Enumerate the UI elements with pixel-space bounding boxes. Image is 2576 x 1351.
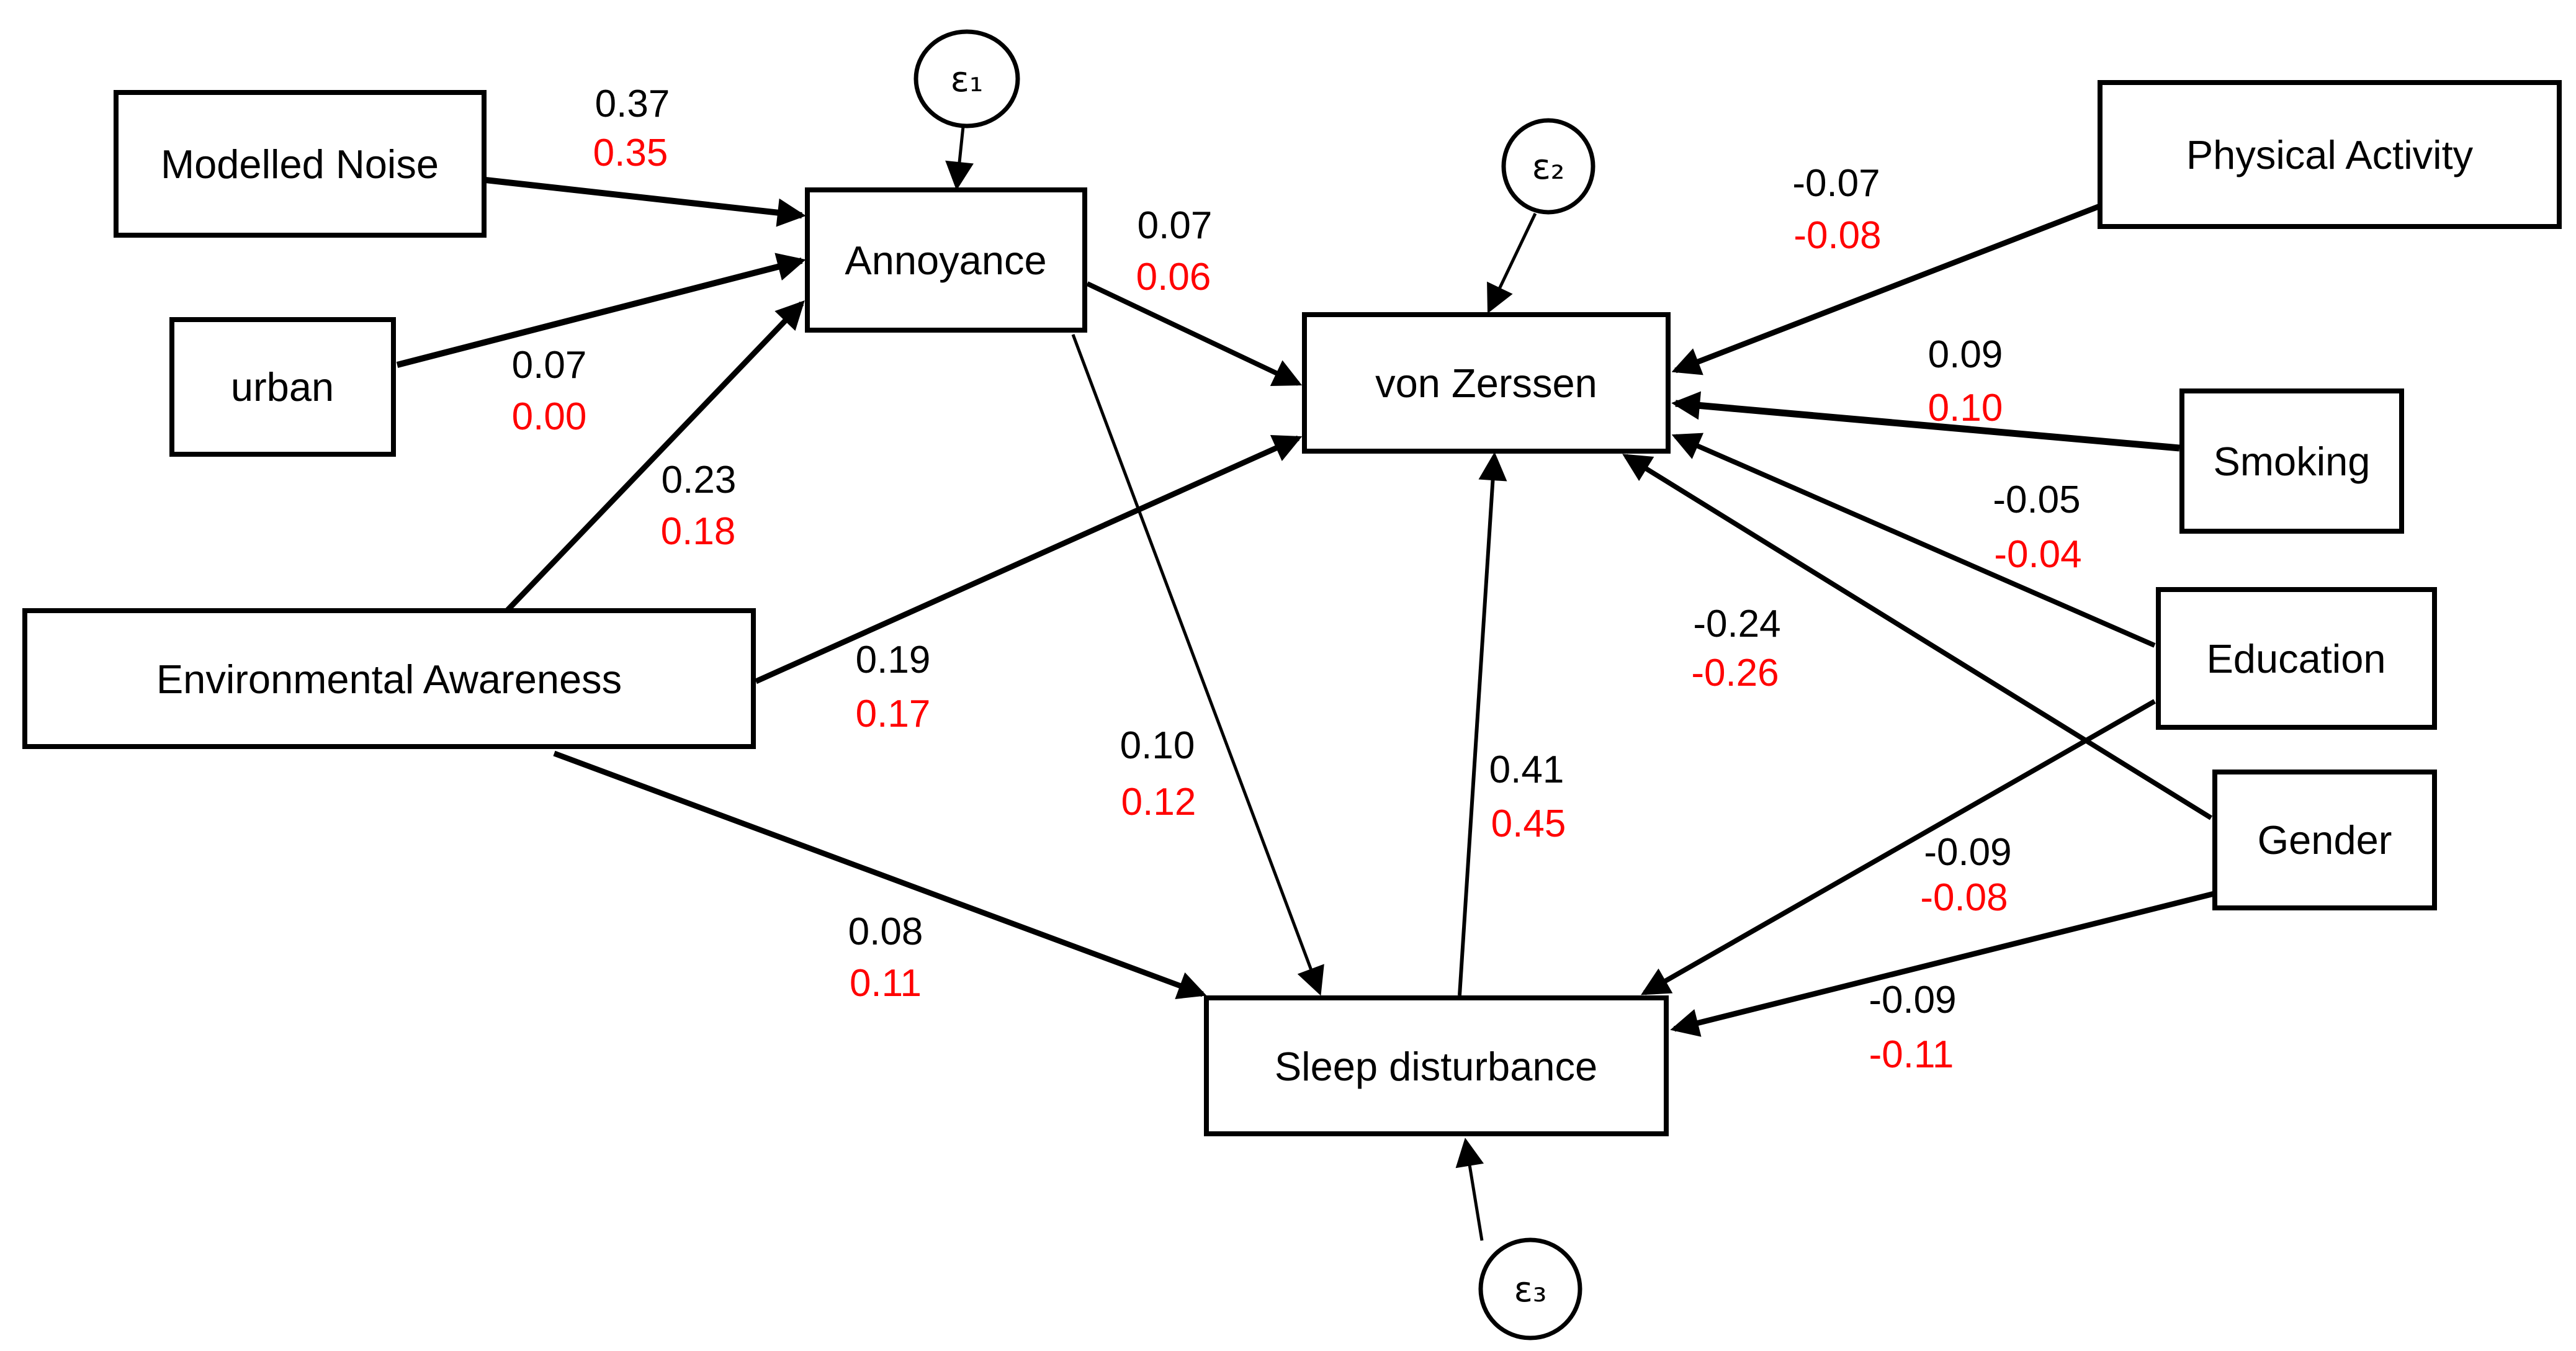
node-environmental-awareness: Environmental Awareness	[22, 608, 756, 749]
node-label: urban	[231, 364, 334, 410]
node-box	[2212, 770, 2437, 910]
error-term-e2: ε₂	[1501, 118, 1595, 215]
node-box	[22, 608, 756, 749]
adjusted-annoyance-sleep: 0.12	[1121, 781, 1196, 824]
adjusted-smoking-von-zerssen: 0.10	[1928, 387, 2003, 429]
node-label: Annoyance	[845, 238, 1046, 283]
estimate-education-von-zerssen: -0.05	[1993, 478, 2080, 521]
node-label: Environmental Awareness	[156, 657, 622, 702]
node-education: Education	[2156, 587, 2437, 730]
edge-education-to-von-zerssen	[1671, 433, 2156, 648]
node-box	[805, 187, 1087, 333]
edge-gender-to-von-zerssen	[1622, 454, 2213, 820]
adjusted-education-von-zerssen: -0.04	[1994, 533, 2081, 576]
node-label: Modelled Noise	[161, 141, 439, 187]
estimate-annoyance-sleep: 0.10	[1120, 724, 1195, 767]
estimate-annoyance-von-zerssen: 0.07	[1138, 204, 1213, 247]
node-label: von Zerssen	[1375, 361, 1597, 406]
node-von-zerssen: von Zerssen	[1302, 312, 1671, 454]
edge-environmental-awareness-to-annoyance	[505, 300, 805, 613]
node-box	[2156, 587, 2437, 730]
adjusted-sleep-von-zerssen: 0.45	[1491, 802, 1566, 845]
edge-annoyance-to-von-zerssen	[1086, 281, 1303, 387]
edge-smoking-to-von-zerssen	[1671, 391, 2180, 452]
error-circle	[1478, 1237, 1582, 1340]
estimate-urban-annoyance: 0.07	[512, 344, 587, 387]
node-label: Gender	[2258, 817, 2392, 863]
edge-education-to-sleep-disturbance	[1641, 699, 2156, 995]
node-label: Physical Activity	[2186, 132, 2474, 177]
edge-environmental-awareness-to-sleep-disturbance	[553, 750, 1207, 999]
adjusted-annoyance-von-zerssen: 0.06	[1136, 256, 1211, 298]
error-label: ε₁	[951, 60, 984, 100]
edge-e3-to-sleep-disturbance	[1455, 1138, 1484, 1241]
adjusted-env-awareness-von-zerssen: 0.17	[856, 693, 931, 735]
estimate-sleep-von-zerssen: 0.41	[1489, 748, 1564, 791]
error-label: ε₃	[1514, 1270, 1547, 1310]
error-term-e1: ε₁	[913, 29, 1020, 128]
edge-gender-to-sleep-disturbance	[1670, 891, 2215, 1037]
node-box	[2179, 388, 2404, 534]
estimate-env-awareness-von-zerssen: 0.19	[856, 639, 931, 681]
estimate-modelled-noise-annoyance: 0.37	[595, 83, 670, 125]
node-label: Sleep disturbance	[1275, 1044, 1597, 1089]
edge-e1-to-annoyance	[945, 126, 974, 191]
edge-environmental-awareness-to-von-zerssen	[755, 435, 1303, 684]
edge-urban-to-annoyance	[396, 253, 806, 368]
adjusted-gender-von-zerssen: -0.26	[1691, 652, 1779, 694]
estimate-env-awareness-sleep: 0.08	[848, 910, 923, 953]
node-label: Smoking	[2214, 439, 2371, 484]
edge-sleep-disturbance-to-von-zerssen	[1458, 452, 1507, 996]
node-annoyance: Annoyance	[805, 187, 1087, 333]
adjusted-physical-activity-von-zerssen: -0.08	[1793, 214, 1881, 257]
error-circle	[1501, 118, 1595, 215]
adjusted-urban-annoyance: 0.00	[512, 395, 587, 438]
estimate-physical-activity-von-zerssen: -0.07	[1792, 162, 1880, 205]
adjusted-env-awareness-annoyance: 0.18	[661, 510, 736, 553]
adjusted-education-sleep: -0.08	[1920, 876, 2008, 919]
node-physical-activity: Physical Activity	[2098, 80, 2562, 229]
error-label: ε₂	[1532, 147, 1565, 187]
node-sleep-disturbance: Sleep disturbance	[1204, 995, 1669, 1136]
error-circle	[913, 29, 1020, 128]
edge-annoyance-to-sleep-disturbance	[1071, 334, 1324, 996]
edge-physical-activity-to-von-zerssen	[1671, 203, 2101, 375]
node-smoking: Smoking	[2179, 388, 2404, 534]
node-box	[1204, 995, 1669, 1136]
node-modelled-noise: Modelled Noise	[114, 90, 487, 238]
estimate-gender-sleep: -0.09	[1869, 979, 1956, 1021]
estimate-education-sleep: -0.09	[1924, 831, 2011, 874]
estimate-gender-von-zerssen: -0.24	[1693, 603, 1780, 645]
node-box	[1302, 312, 1671, 454]
error-term-e3: ε₃	[1478, 1237, 1582, 1340]
node-gender: Gender	[2212, 770, 2437, 910]
edge-modelled-noise-to-annoyance	[485, 177, 806, 227]
node-box	[169, 317, 396, 457]
edge-e2-to-von-zerssen	[1487, 212, 1537, 314]
node-box	[2098, 80, 2562, 229]
adjusted-env-awareness-sleep: 0.11	[850, 962, 922, 1005]
estimate-smoking-von-zerssen: 0.09	[1928, 333, 2003, 376]
estimate-env-awareness-annoyance: 0.23	[662, 459, 737, 501]
node-box	[114, 90, 487, 238]
node-label: Education	[2206, 636, 2385, 681]
node-urban: urban	[169, 317, 396, 457]
adjusted-modelled-noise-annoyance: 0.35	[593, 132, 668, 174]
adjusted-gender-sleep: -0.11	[1869, 1033, 1954, 1076]
